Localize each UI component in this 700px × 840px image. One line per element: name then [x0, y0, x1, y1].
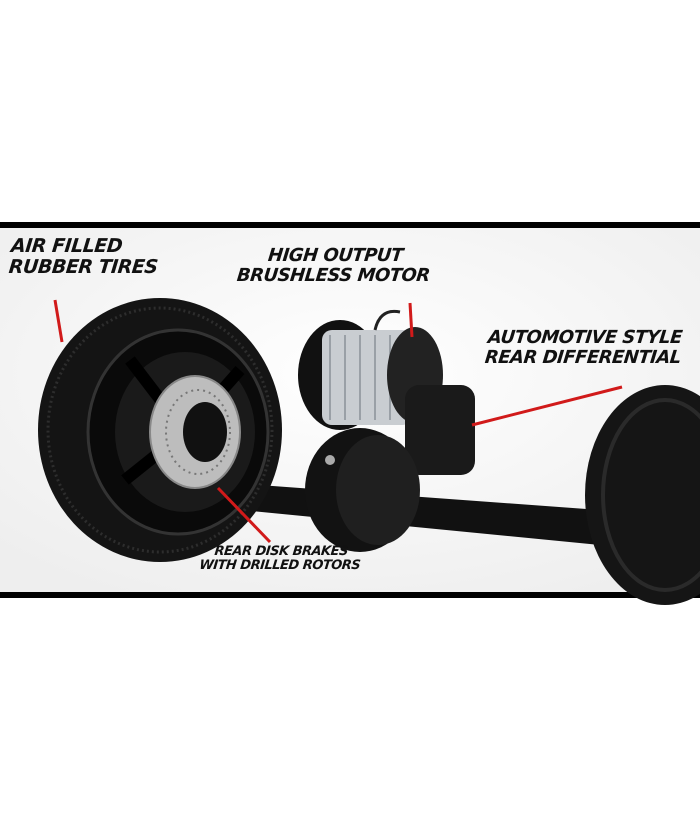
label-brakes-line2: With Drilled Rotors — [198, 558, 361, 574]
label-motor-line1: High Output — [266, 245, 404, 266]
label-motor: High Output Brushless Motor — [235, 245, 433, 286]
tires-callout-line — [53, 299, 64, 343]
brakes-callout-line — [216, 486, 272, 544]
label-differential: Automotive Style Rear Differential — [483, 327, 684, 368]
label-tires: Air Filled Rubber Tires — [7, 235, 161, 278]
rear-differential — [305, 385, 475, 552]
label-differential-line1: Automotive Style — [486, 327, 684, 348]
label-motor-line2: Brushless Motor — [235, 264, 431, 286]
label-brakes-line1: Rear Disk Brakes — [213, 544, 349, 559]
differential-callout-line — [471, 385, 623, 427]
motor-callout-line — [408, 302, 414, 338]
label-differential-line2: Rear Differential — [483, 346, 682, 368]
label-tires-line2: Rubber Tires — [7, 255, 159, 278]
brushless-motor — [298, 309, 443, 430]
label-tires-line1: Air Filled — [9, 235, 124, 257]
label-brakes: Rear Disk Brakes With Drilled Rotors — [198, 544, 362, 574]
